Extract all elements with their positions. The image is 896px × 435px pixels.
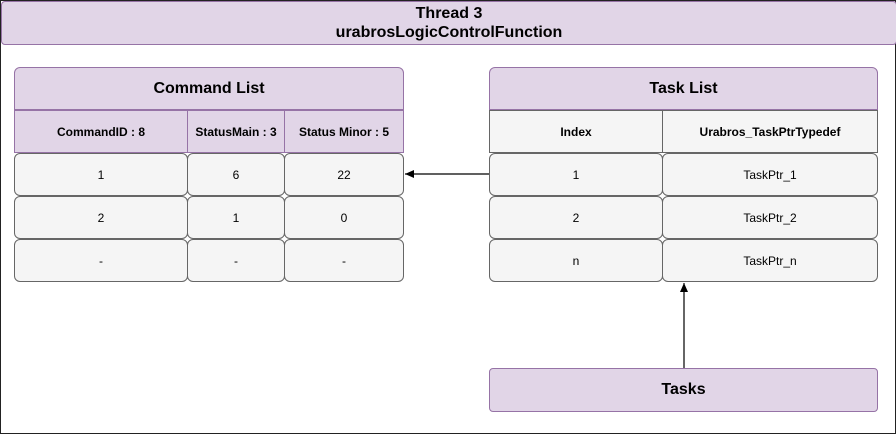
task-list-cell: TaskPtr_n [662, 239, 878, 282]
command-list-column-header: CommandID : 8 [14, 110, 188, 153]
command-list-cell: - [284, 239, 404, 282]
command-list-header: Command List [14, 67, 404, 110]
command-list-column-header: StatusMain : 3 [187, 110, 285, 153]
task-list-header: Task List [489, 67, 878, 110]
task-list-cell: TaskPtr_1 [662, 153, 878, 196]
command-list-cell: 2 [14, 196, 188, 239]
tasks-box: Tasks [489, 368, 878, 412]
command-list-cell: 6 [187, 153, 285, 196]
task-list-column-header: Index [489, 110, 663, 153]
task-list-cell: TaskPtr_2 [662, 196, 878, 239]
task-list-cell: 2 [489, 196, 663, 239]
thread-function-name: urabrosLogicControlFunction [335, 24, 563, 41]
command-list-cell: - [14, 239, 188, 282]
command-list-cell: 22 [284, 153, 404, 196]
task-list-cell: n [489, 239, 663, 282]
task-list-cell: 1 [489, 153, 663, 196]
command-list-cell: - [187, 239, 285, 282]
command-list-cell: 1 [187, 196, 285, 239]
command-list-cell: 0 [284, 196, 404, 239]
thread-title-banner: Thread 3 urabrosLogicControlFunction [1, 1, 896, 45]
thread-title: Thread 3 [415, 5, 483, 22]
task-list-column-header: Urabros_TaskPtrTypedef [662, 110, 878, 153]
command-list-column-header: Status Minor : 5 [284, 110, 404, 153]
command-list-cell: 1 [14, 153, 188, 196]
